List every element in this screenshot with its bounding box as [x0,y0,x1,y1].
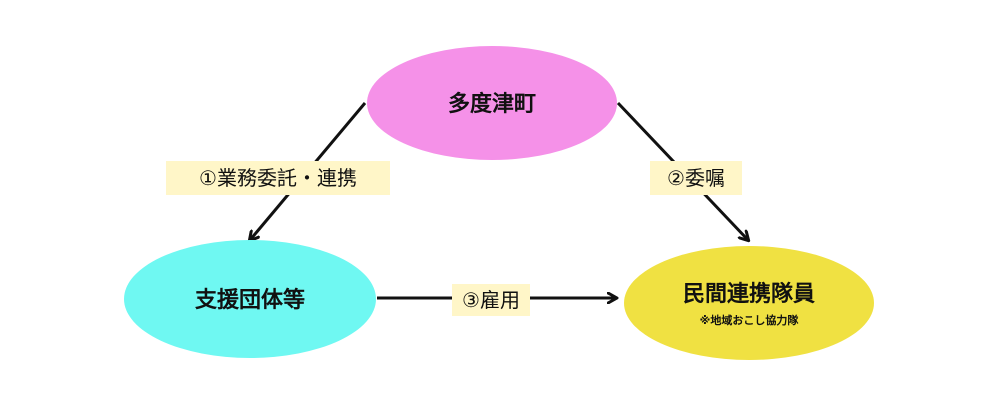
outsourcing-label: ①業務委託・連携 [199,166,357,190]
employment-label-bg [452,284,530,316]
member-node [624,246,874,360]
support-group-node [124,240,376,358]
support-group-label: 支援団体等 [195,287,305,313]
member-note: ※地域おこし協力隊 [700,313,800,327]
commission-label: ②委嘱 [667,166,725,190]
commission-label-bg [650,161,742,195]
outsourcing-label-bg [166,161,390,195]
town-node [367,46,617,160]
employment-label: ③雇用 [462,288,520,312]
member-label: 民間連携隊員 [683,281,815,307]
town-label: 多度津町 [448,91,536,117]
